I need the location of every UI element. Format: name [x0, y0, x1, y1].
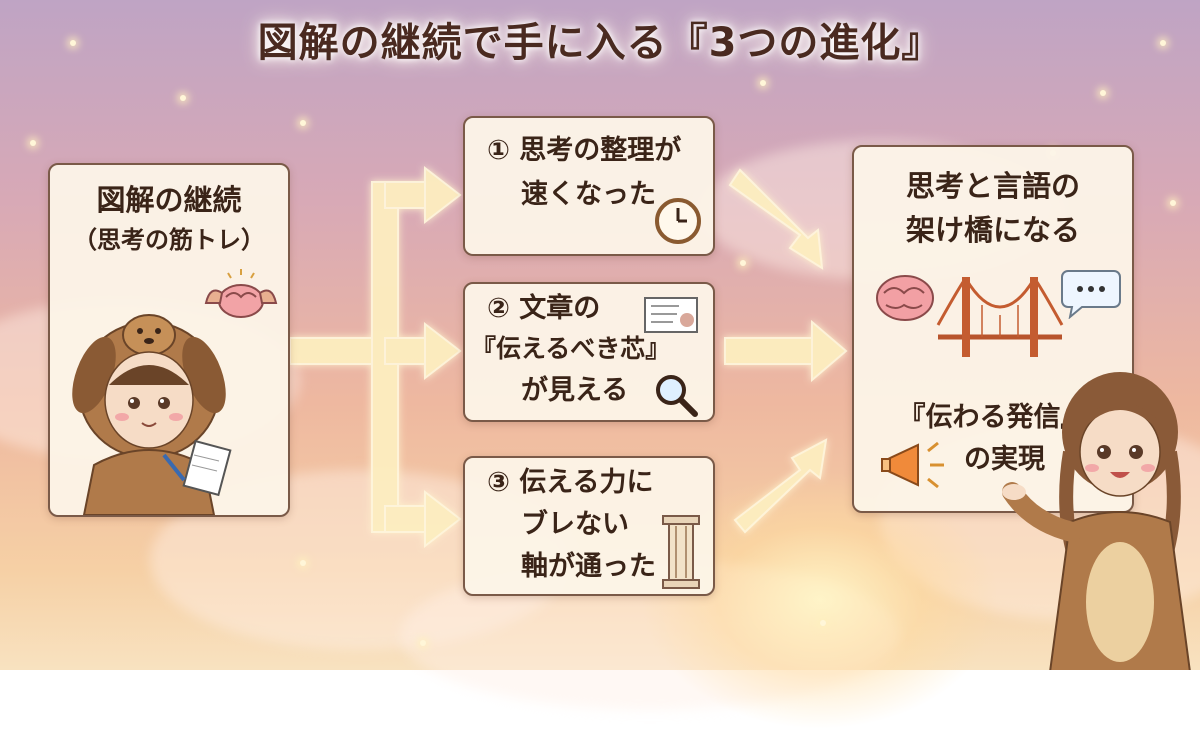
left-card: 図解の継続 （思考の筋トレ）: [48, 163, 290, 517]
arrow-to-step2: [424, 321, 462, 381]
step-card-2: ② 文章の 『伝えるべき芯』 が見える: [463, 282, 715, 422]
result-line-2: 架け橋になる: [905, 213, 1080, 247]
pillar-icon: [662, 515, 700, 589]
bridge-icon: [936, 277, 1064, 357]
step-3-line-3: 軸が通った: [521, 551, 656, 582]
page-title: 図解の継続で手に入る『3つの進化』: [257, 20, 943, 66]
step-2-line-1: ② 文章の: [487, 293, 601, 324]
flow-arrows: [289, 165, 848, 549]
megaphone-icon: [881, 441, 944, 489]
presenting-girl-illustration: [1002, 372, 1191, 670]
step-3-line-1: ③ 伝える力に: [487, 467, 654, 498]
step-1-line-1: ① 思考の整理が: [487, 135, 682, 166]
clock-icon: [655, 198, 701, 244]
document-icon: [644, 297, 698, 333]
result-line-1: 思考と言語の: [905, 169, 1080, 203]
left-card-subtitle: （思考の筋トレ）: [73, 226, 265, 254]
step-card-3: ③ 伝える力に ブレない 軸が通った: [463, 456, 715, 596]
result-line-3: 『伝わる発信』: [898, 402, 1088, 433]
arrow-step2-to-result: [811, 319, 848, 383]
speech-bubble-icon: [1061, 270, 1121, 319]
arrow-step3-to-result: [733, 438, 828, 534]
result-line-4: の実現: [964, 444, 1045, 475]
step-2-line-2: 『伝えるべき芯』: [471, 334, 671, 363]
dog-hood-girl-illustration: [72, 314, 232, 515]
arrow-step1-to-result: [728, 168, 824, 270]
step-2-line-3: が見える: [521, 375, 629, 406]
step-3-line-2: ブレない: [521, 509, 629, 540]
step-card-1: ① 思考の整理が 速くなった: [463, 116, 715, 256]
brain-icon: [876, 275, 934, 321]
magnifier-icon: [656, 375, 698, 417]
left-card-title: 図解の継続: [96, 183, 242, 217]
step-1-line-2: 速くなった: [521, 179, 656, 210]
arrow-to-step1: [424, 165, 462, 225]
arrow-to-step3: [424, 489, 462, 549]
strong-brain-icon: [204, 269, 278, 318]
